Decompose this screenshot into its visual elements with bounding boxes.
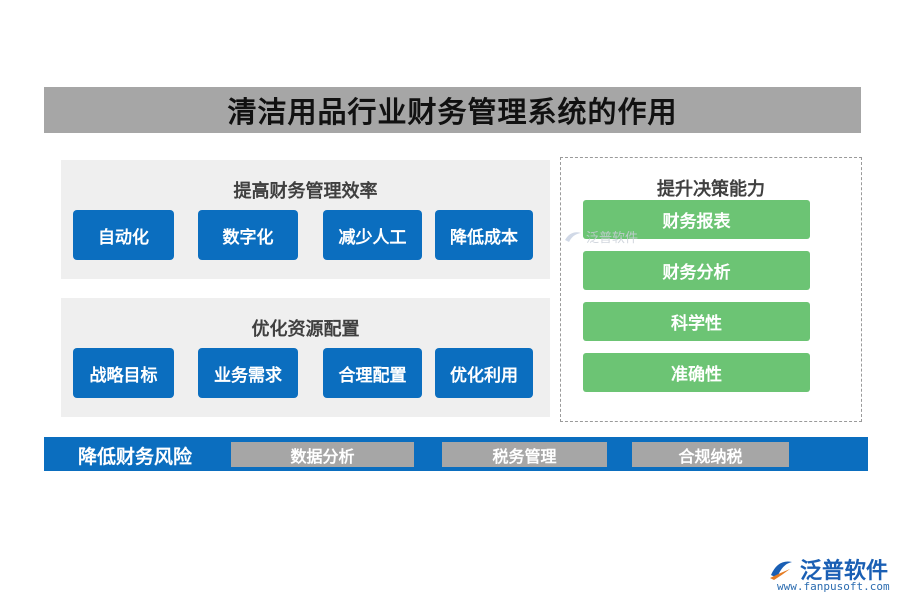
brand-logo-text: 泛普软件 (800, 559, 889, 584)
efficiency-item-reduce-cost: 降低成本 (435, 210, 533, 260)
efficiency-item-automation: 自动化 (73, 210, 174, 260)
resources-item-allocation: 合理配置 (323, 348, 422, 398)
risk-item-compliance: 合规纳税 (632, 442, 789, 467)
decision-item-accuracy: 准确性 (583, 353, 810, 392)
risk-bar-label: 降低财务风险 (78, 446, 193, 468)
watermark: 泛普软件 (563, 227, 638, 246)
panel-resources-title: 优化资源配置 (251, 319, 360, 340)
watermark-text: 泛普软件 (586, 231, 639, 246)
risk-item-data-analysis: 数据分析 (231, 442, 414, 467)
panel-efficiency-title: 提高财务管理效率 (233, 181, 378, 202)
resources-item-utilization: 优化利用 (435, 348, 533, 398)
resources-item-strategy: 战略目标 (73, 348, 174, 398)
risk-bar: 降低财务风险 数据分析 税务管理 合规纳税 (44, 437, 868, 471)
panel-decision: 提升决策能力 (560, 157, 862, 422)
efficiency-item-reduce-labor: 减少人工 (323, 210, 422, 260)
resources-item-business-needs: 业务需求 (198, 348, 298, 398)
decision-item-scientific: 科学性 (583, 302, 810, 341)
decision-item-reports: 财务报表 (583, 200, 810, 239)
efficiency-item-digitization: 数字化 (198, 210, 298, 260)
brand-url: www.fanpusoft.com (777, 580, 890, 593)
title-bar: 清洁用品行业财务管理系统的作用 (44, 87, 861, 133)
risk-item-tax-management: 税务管理 (442, 442, 607, 467)
watermark-logo-icon (565, 231, 581, 242)
page-title: 清洁用品行业财务管理系统的作用 (227, 95, 678, 129)
decision-item-analysis: 财务分析 (583, 251, 810, 290)
brand-logo: 泛普软件 (768, 553, 888, 585)
panel-decision-title: 提升决策能力 (657, 179, 765, 200)
brand-logo-icon (770, 561, 792, 580)
